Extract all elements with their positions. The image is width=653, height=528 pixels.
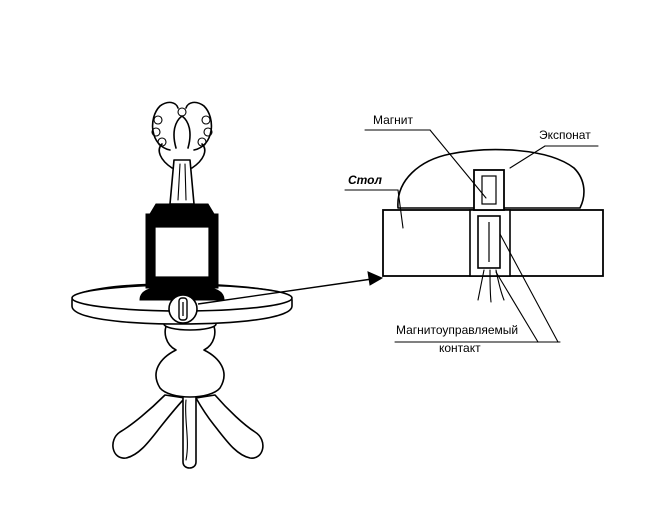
label-reed-switch-line1: Магнитоуправляемый: [396, 323, 518, 337]
sensor-badge: [168, 294, 198, 324]
callout-arrow: [197, 271, 384, 305]
label-table: Стол: [348, 173, 383, 187]
section-detail: [344, 129, 604, 343]
label-magnet: Магнит: [373, 113, 414, 127]
table-pedestal: [155, 317, 225, 398]
label-reed-switch-line2: контакт: [439, 341, 481, 355]
table-legs: [112, 391, 264, 469]
table-illustration: [71, 101, 384, 469]
trophy: [139, 101, 225, 301]
label-exhibit: Экспонат: [539, 128, 591, 142]
